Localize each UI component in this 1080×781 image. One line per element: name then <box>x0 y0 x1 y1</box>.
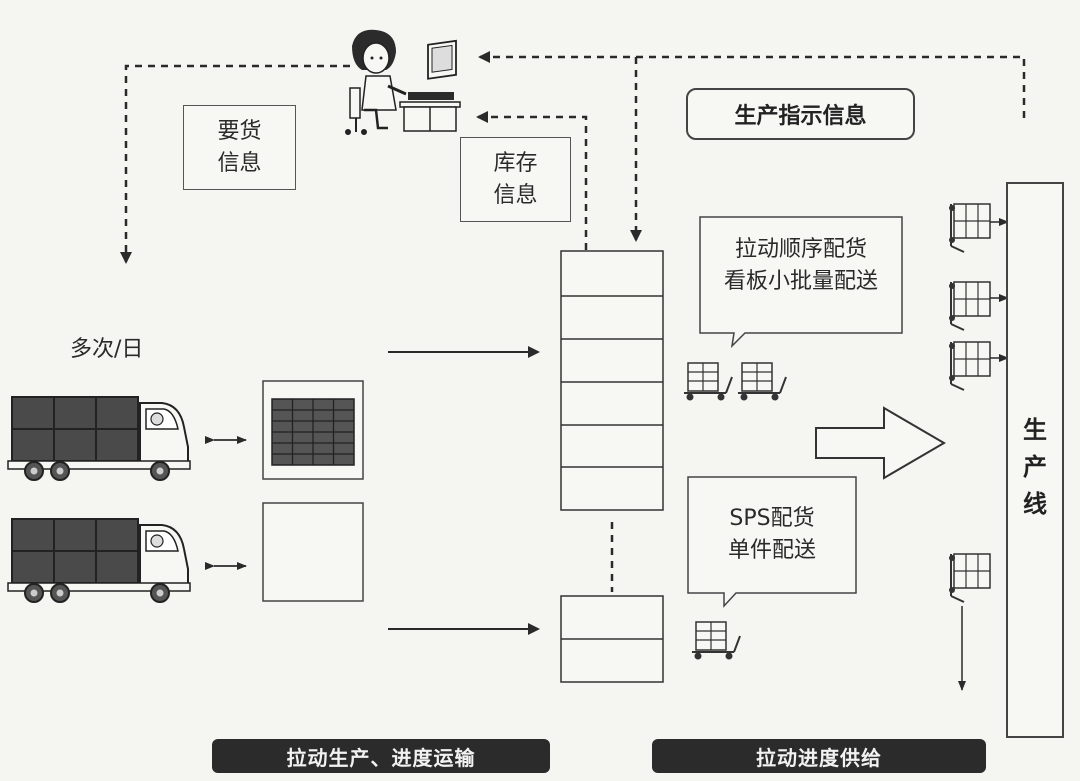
truck-icon <box>7 396 191 481</box>
inventory-info-line2: 信息 <box>493 182 538 208</box>
staging-area-empty <box>262 502 364 602</box>
production-line-label: 生 产 线 <box>1008 412 1062 524</box>
staging-area-filled <box>262 380 364 480</box>
cart-icon <box>948 341 991 391</box>
person-at-computer-icon <box>345 29 461 135</box>
banner-pull-production: 拉动生产、进度运输 <box>212 739 550 773</box>
banner-pull-supply: 拉动进度供给 <box>652 739 986 773</box>
cart-icon <box>691 621 741 661</box>
production-line-char: 生 <box>1023 416 1047 444</box>
banner-pull-supply-text: 拉动进度供给 <box>756 745 882 770</box>
demand-info-line2: 信息 <box>217 150 262 176</box>
line-feed-arrows <box>958 218 1009 691</box>
inventory-info-box: 库存 信息 <box>460 137 571 222</box>
inventory-info-line1: 库存 <box>493 150 538 176</box>
cart-icon <box>683 362 733 402</box>
warehouse-rack-lower <box>560 595 664 683</box>
cart-icon <box>948 553 991 603</box>
pull-sequence-line2: 看板小批量配送 <box>723 268 878 294</box>
sps-callout: SPS配货 单件配送 <box>688 503 856 567</box>
warehouse-rack-upper <box>560 250 664 511</box>
production-line-char: 线 <box>1023 490 1047 519</box>
sps-line1: SPS配货 <box>729 506 815 531</box>
pull-sequence-line1: 拉动顺序配货 <box>734 237 867 262</box>
sps-line2: 单件配送 <box>727 537 816 563</box>
cart-icon <box>737 362 787 402</box>
truck-icon <box>7 518 191 603</box>
delivery-arrows <box>388 346 540 635</box>
callout-bubble-sps <box>687 476 857 608</box>
supply-flow-arrow <box>815 406 946 480</box>
demand-info-box: 要货 信息 <box>183 105 296 190</box>
cart-icon <box>948 203 991 253</box>
exchange-arrows <box>205 436 247 570</box>
cart-icon <box>948 281 991 331</box>
pull-sequence-callout: 拉动顺序配货 看板小批量配送 <box>700 234 902 298</box>
production-line-char: 产 <box>1023 453 1047 482</box>
production-instruction-label: 生产指示信息 <box>686 88 915 140</box>
frequency-label: 多次/日 <box>70 337 144 362</box>
demand-info-line1: 要货 <box>217 118 262 144</box>
callout-bubble-pull <box>699 216 903 349</box>
production-line: 生 产 线 <box>1006 182 1064 738</box>
banner-pull-production-text: 拉动生产、进度运输 <box>286 745 476 770</box>
production-instruction-text: 生产指示信息 <box>734 104 867 129</box>
